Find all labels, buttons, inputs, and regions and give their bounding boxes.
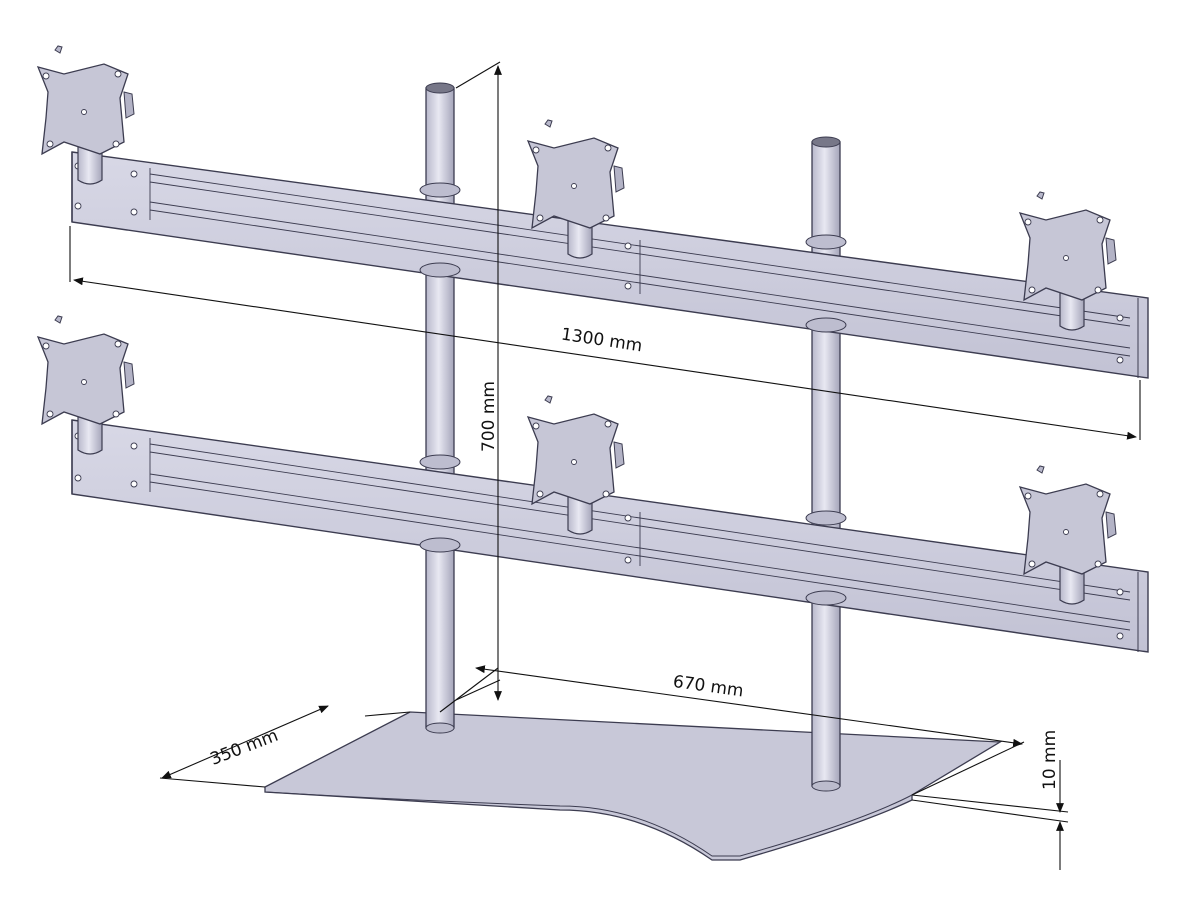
lower-crossbar (71, 419, 1149, 653)
base-plate (264, 711, 1003, 861)
height-dimension-label: 700 mm (479, 381, 499, 452)
dimension-base-depth (159, 705, 411, 788)
dimension-height (455, 61, 502, 701)
dimension-width (69, 226, 1141, 440)
dimension-pole-spacing (439, 665, 1025, 796)
base-depth-dimension-label: 350 mm (208, 726, 281, 770)
dimension-base-thickness (911, 760, 1069, 870)
left-pole (425, 82, 455, 734)
width-dimension-label: 1300 mm (560, 325, 644, 357)
base-thickness-dimension-label: 10 mm (1040, 730, 1060, 790)
